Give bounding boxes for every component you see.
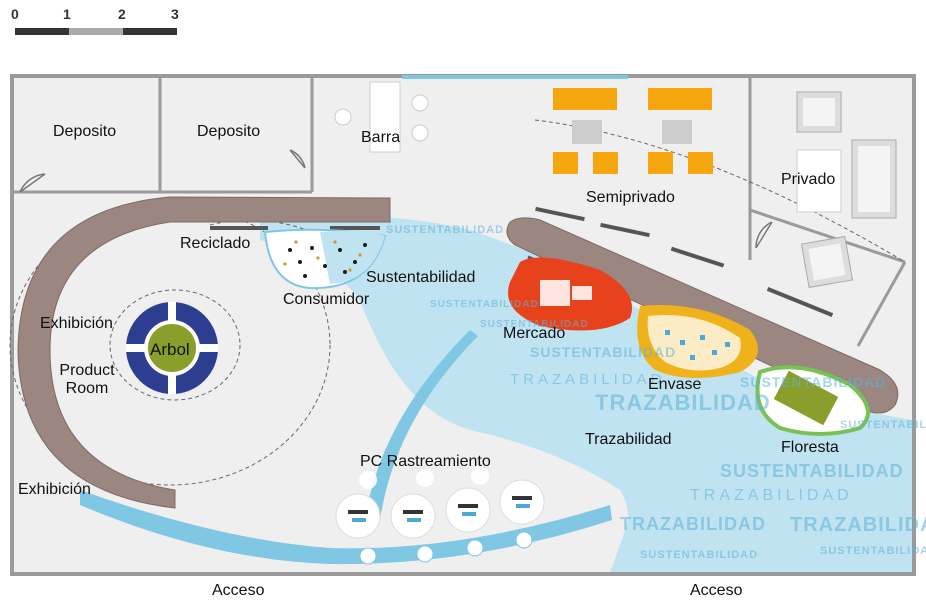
watermark-sustentabilidad: SUSTENTABILIDAD bbox=[480, 319, 589, 330]
arbol-display bbox=[126, 302, 218, 394]
semiprivado-furniture bbox=[553, 88, 713, 174]
watermark-sustentabilidad: SUSTENTABILIDAD bbox=[720, 461, 904, 481]
scale-tick-0: 0 bbox=[11, 6, 19, 22]
zone-label-floresta: Floresta bbox=[781, 439, 839, 456]
zone-label-pc-rastreamiento: PC Rastreamiento bbox=[360, 453, 491, 470]
zone-label-trazabilidad: Trazabilidad bbox=[585, 431, 672, 448]
room-label-semiprivado: Semiprivado bbox=[586, 189, 675, 206]
zone-label-envase: Envase bbox=[648, 376, 702, 393]
doors bbox=[19, 149, 773, 249]
access-label-right: Acceso bbox=[690, 582, 743, 599]
scale-tick-2: 2 bbox=[118, 6, 126, 22]
watermark-trazabilidad: TRAZABILIDAD bbox=[790, 514, 926, 536]
scale-tick-3: 3 bbox=[171, 6, 179, 22]
zone-label-reciclado: Reciclado bbox=[180, 235, 251, 252]
watermark-trazabilidad: TRAZABILIDAD bbox=[510, 371, 666, 388]
watermark-sustentabilidad: SUSTENTABILIDAD bbox=[430, 299, 539, 310]
watermark-trazabilidad: TRAZABILIDAD bbox=[620, 514, 766, 534]
room-label-deposito: Deposito bbox=[53, 123, 117, 140]
interior-walls bbox=[14, 78, 907, 347]
zone-label-exhibicion: Exhibición bbox=[18, 481, 91, 498]
zone-label-exhibicion: Exhibición bbox=[40, 315, 113, 332]
blue-zone-lower bbox=[610, 430, 912, 572]
room-label-barra: Barra bbox=[361, 129, 401, 146]
zone-label-mercado: Mercado bbox=[503, 325, 566, 342]
zone-label-arbol: Arbol bbox=[150, 340, 190, 359]
watermark-sustentabilidad: SUSTENTABILIDAD bbox=[530, 344, 677, 360]
curved-bench-left bbox=[17, 196, 391, 509]
watermark-trazabilidad: TRAZABILIDAD bbox=[595, 390, 771, 415]
watermark-sustentabilidad: SUSTENTABILIDAD bbox=[740, 374, 887, 390]
zone-label-product-room: Product Room bbox=[59, 362, 115, 397]
privado-furniture bbox=[796, 91, 897, 289]
reciclado-pod bbox=[263, 228, 387, 290]
blue-strip-arc bbox=[365, 330, 478, 520]
zone-label-sustentabilidad: Sustentabilidad bbox=[366, 269, 476, 286]
scale-bar bbox=[15, 28, 177, 35]
watermark-sustentabilidad: SUSTENTABILIDAD bbox=[820, 545, 926, 557]
room-label-deposito: Deposito bbox=[197, 123, 261, 140]
pc-rastreamiento-stations bbox=[335, 467, 545, 565]
watermark-trazabilidad: TRAZABILIDAD bbox=[690, 487, 853, 504]
watermark-sustentabilidad: SUSTENTABILIDAD bbox=[640, 549, 759, 561]
room-label-privado: Privado bbox=[781, 171, 836, 188]
access-label-left: Acceso bbox=[212, 582, 265, 599]
watermark-sustentabilidad: SUSTENTABILIDAD bbox=[386, 224, 505, 236]
mercado-display bbox=[508, 257, 632, 331]
watermark-sustentabilidad: SUSTENTABILIDAD bbox=[840, 419, 926, 431]
floresta-display bbox=[755, 365, 870, 436]
scale-tick-1: 1 bbox=[63, 6, 71, 22]
envase-display bbox=[637, 305, 758, 379]
zone-label-consumidor: Consumidor bbox=[283, 291, 370, 308]
barra-furniture bbox=[334, 81, 429, 153]
